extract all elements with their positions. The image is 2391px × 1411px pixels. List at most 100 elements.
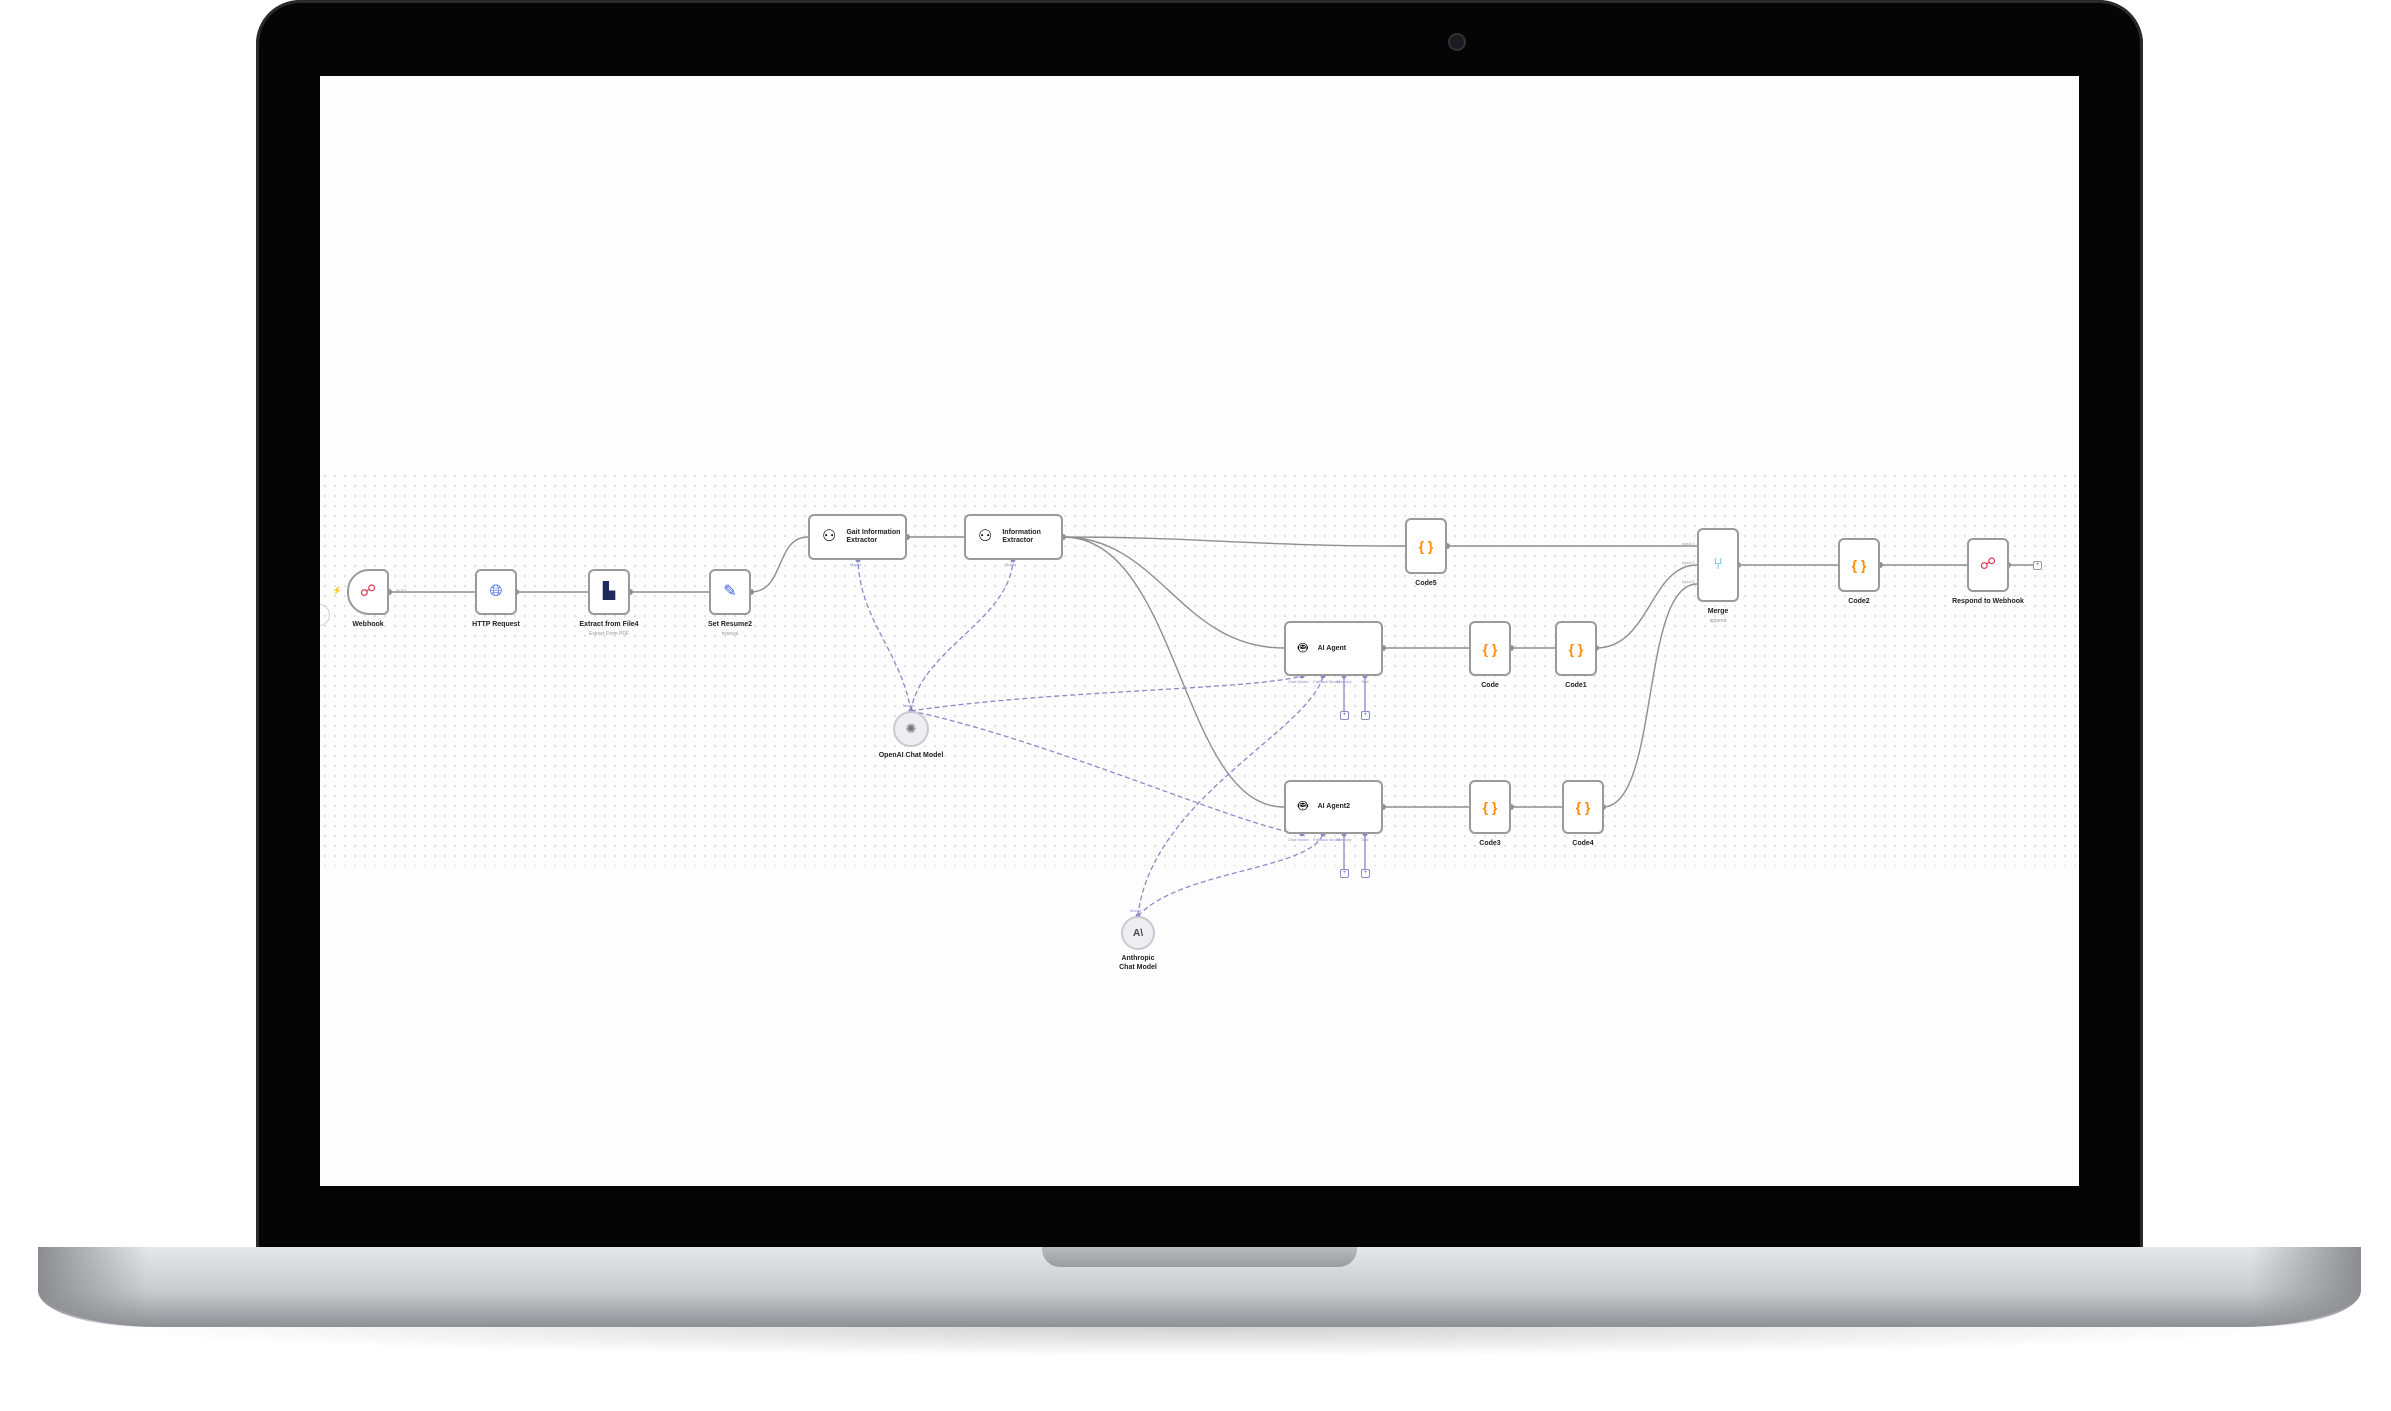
laptop-notch	[1042, 1247, 1357, 1267]
edge-set-gait	[750, 536, 809, 593]
node-code2[interactable]: { }	[1838, 538, 1880, 592]
node-ai-agent2-label: AI Agent2	[1317, 803, 1351, 810]
node-ai-agent2[interactable]: 🤖︎ AI Agent2	[1284, 780, 1383, 834]
robot-icon: 🤖︎	[1298, 639, 1308, 657]
code-braces-icon: { }	[1575, 799, 1591, 815]
camera-icon	[1448, 33, 1466, 51]
ai-edge-anthropic-agent	[1137, 675, 1324, 917]
node-code-label: Code	[1481, 682, 1499, 689]
workflow-canvas[interactable]	[320, 76, 2079, 1186]
edge-code1-merge	[1595, 564, 1698, 649]
node-http-request-label: HTTP Request	[472, 621, 520, 628]
code-braces-icon: { }	[1568, 640, 1584, 657]
agent2-memory-handle: Memory	[1337, 837, 1352, 842]
node-openai-label: OpenAI Chat Model	[878, 752, 944, 759]
node-code5-label: Code5	[1415, 580, 1437, 587]
node-gait-extractor[interactable]: ⚇ Gait Information Extractor	[808, 514, 907, 560]
node-extract-from-file[interactable]: ▙	[588, 569, 630, 615]
webhook-output-label: POST	[396, 588, 407, 593]
node-respond-to-webhook[interactable]: ☍	[1967, 538, 2009, 592]
node-gait-label: Gait Information Extractor	[846, 529, 901, 544]
ai-handles	[855, 557, 1368, 919]
node-code5[interactable]: { }	[1405, 518, 1447, 574]
node-set-resume-subtitle: manual	[721, 631, 739, 637]
node-merge-subtitle: append	[1709, 618, 1727, 624]
node-ai-agent-label: AI Agent	[1317, 644, 1347, 652]
edge-info-agent	[1062, 536, 1285, 649]
merge-icon: ⑂	[1713, 556, 1723, 573]
agent-sub-handles	[1343, 676, 1366, 870]
node-code4-label: Code4	[1572, 840, 1594, 847]
merge-input-1-label: Input 1	[1682, 541, 1695, 546]
ai-edge-openai-gait	[857, 559, 912, 712]
agent-add-memory-button[interactable]: +	[1340, 711, 1349, 720]
webhook-icon: ☍	[1979, 556, 1997, 573]
agent-tool-handle: Tool	[1361, 679, 1369, 684]
agent-fallback-handle: Fallback Model	[1313, 679, 1340, 684]
laptop-base	[38, 1247, 2361, 1327]
node-extract-subtitle: Extract From PDF	[588, 631, 629, 637]
agent2-fallback-handle: Fallback Model	[1313, 837, 1340, 842]
node-code2-label: Code2	[1848, 598, 1870, 605]
node-anthropic-label: Anthropic Chat Model	[1119, 955, 1157, 971]
agent2-chat-model-handle: Chat Model	[1288, 837, 1309, 842]
node-code1-label: Code1	[1565, 682, 1587, 689]
node-ai-agent[interactable]: 🤖︎ AI Agent	[1284, 621, 1383, 676]
openai-icon: ✺	[905, 721, 917, 736]
node-code3-label: Code3	[1479, 840, 1501, 847]
info-model-handle-label: Model	[1005, 562, 1016, 567]
node-openai-chat-model[interactable]: ✺	[893, 711, 929, 747]
node-http-request[interactable]: 🌐︎	[475, 569, 517, 615]
laptop-shadow	[80, 1327, 2320, 1357]
gait-model-handle-label: Model	[850, 562, 861, 567]
node-anthropic-chat-model[interactable]: A\	[1121, 916, 1155, 950]
node-webhook-label: Webhook	[352, 621, 384, 628]
node-webhook[interactable]: ☍	[347, 569, 389, 615]
node-set-resume-label: Set Resume2	[708, 621, 752, 628]
merge-input-2-label: Input 2	[1682, 560, 1695, 565]
node-merge-label: Merge	[1707, 608, 1729, 615]
node-set-resume[interactable]: ✎	[709, 569, 751, 615]
ai-edge-openai-info	[910, 559, 1014, 712]
agent2-add-tool-button[interactable]: +	[1361, 869, 1370, 878]
code-braces-icon: { }	[1851, 557, 1867, 573]
webhook-icon: ☍	[359, 583, 377, 600]
node-extract-label: Extract from File4	[579, 621, 639, 628]
node-merge[interactable]: ⑂	[1697, 528, 1739, 602]
agent2-tool-handle: Tool	[1361, 837, 1369, 842]
node-info-extractor[interactable]: ⚇ Information Extractor	[964, 514, 1063, 560]
edge-info-code5	[1062, 536, 1406, 547]
agent-memory-handle: Memory	[1337, 679, 1352, 684]
anthropic-icon: A\	[1133, 927, 1143, 939]
anthropic-model-handle-label: Model	[1130, 908, 1141, 913]
agent2-add-memory-button[interactable]: +	[1340, 869, 1349, 878]
openai-model-handle-label: Model	[903, 703, 914, 708]
trigger-bolt-icon: ⚡	[332, 586, 342, 595]
agent-chat-model-handle: Chat Model	[1288, 679, 1309, 684]
edge-code4-merge	[1602, 583, 1698, 808]
node-info-label: Information Extractor	[1002, 529, 1041, 544]
code-braces-icon: { }	[1482, 799, 1498, 815]
extractor-icon: ⚇	[978, 528, 993, 545]
robot-icon: 🤖︎	[1298, 798, 1308, 815]
node-respond-label: Respond to Webhook	[1952, 598, 2024, 605]
add-node-button[interactable]: +	[2033, 561, 2042, 570]
node-code4[interactable]: { }	[1562, 780, 1604, 834]
extractor-icon: ⚇	[822, 528, 837, 545]
node-code[interactable]: { }	[1469, 621, 1511, 676]
ai-edge-openai-agent2	[910, 710, 1303, 835]
file-extract-icon: ▙	[602, 583, 616, 600]
merge-input-3-label: Input 3	[1682, 579, 1695, 584]
globe-icon: 🌐︎	[489, 583, 503, 600]
ai-edge-anthropic-agent2	[1137, 833, 1324, 917]
node-code3[interactable]: { }	[1469, 780, 1511, 834]
canvas-grid	[320, 471, 2079, 866]
code-braces-icon: { }	[1482, 640, 1498, 657]
node-code1[interactable]: { }	[1555, 621, 1597, 676]
edge-info-agent2	[1062, 536, 1285, 808]
code-braces-icon: { }	[1418, 538, 1434, 554]
ai-edge-openai-agent	[910, 675, 1303, 712]
pencil-icon: ✎	[723, 583, 737, 600]
agent-add-tool-button[interactable]: +	[1361, 711, 1370, 720]
